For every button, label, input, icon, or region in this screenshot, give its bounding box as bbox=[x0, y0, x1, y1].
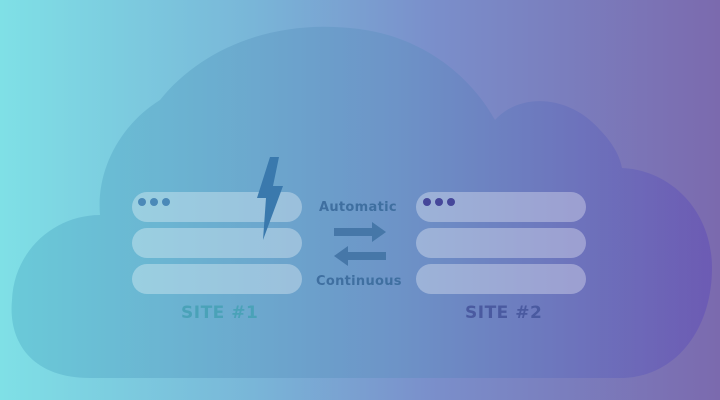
window-dots-icon bbox=[423, 198, 455, 206]
sync-label-continuous: Continuous bbox=[316, 274, 402, 289]
site-1-bar bbox=[132, 192, 302, 222]
arrow-right-icon bbox=[334, 222, 386, 242]
site-2-bar bbox=[416, 228, 586, 258]
site-1-label: SITE #1 bbox=[181, 303, 259, 323]
site-2-label: SITE #2 bbox=[465, 303, 543, 323]
cloud-shape bbox=[11, 26, 713, 378]
window-dots-icon bbox=[138, 198, 170, 206]
site-1-bar bbox=[132, 228, 302, 258]
site-2-server-stack bbox=[416, 192, 586, 294]
site-1-bar bbox=[132, 264, 302, 294]
lightning-bolt-icon bbox=[257, 157, 283, 240]
site-1-server-stack bbox=[132, 192, 302, 294]
arrow-left-icon bbox=[334, 246, 386, 266]
site-2-bar bbox=[416, 192, 586, 222]
sync-label-automatic: Automatic bbox=[319, 200, 397, 215]
site-2-bar bbox=[416, 264, 586, 294]
